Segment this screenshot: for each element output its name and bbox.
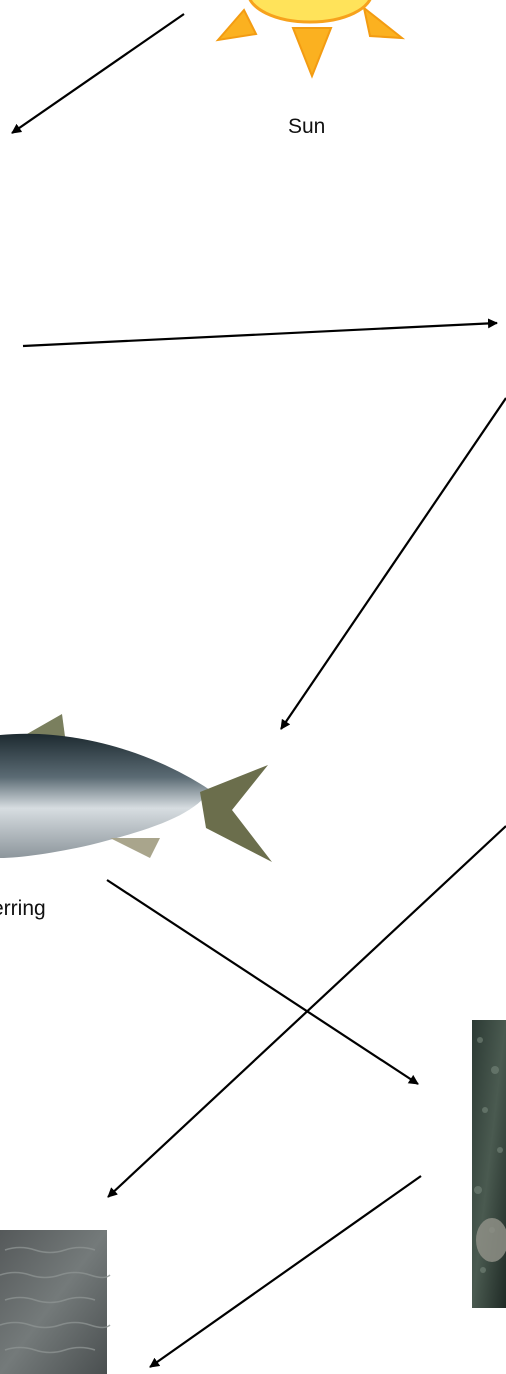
herring-label: erring (0, 897, 46, 921)
herring-tail (200, 765, 272, 862)
arrow-left-to-right (23, 323, 497, 346)
arrows (12, 14, 506, 1367)
sun-image (218, 0, 402, 76)
herring-image (0, 714, 272, 862)
arrow-sun-to-left (12, 14, 184, 133)
seabed-image (472, 1020, 506, 1308)
arrow-seabed-to-bottom (150, 1176, 421, 1367)
herring-body (0, 734, 210, 858)
sun-label: Sun (288, 115, 325, 139)
herring-belly-fin (110, 838, 160, 858)
sun-disc (248, 0, 372, 22)
arrow-right-to-herring (281, 398, 506, 729)
